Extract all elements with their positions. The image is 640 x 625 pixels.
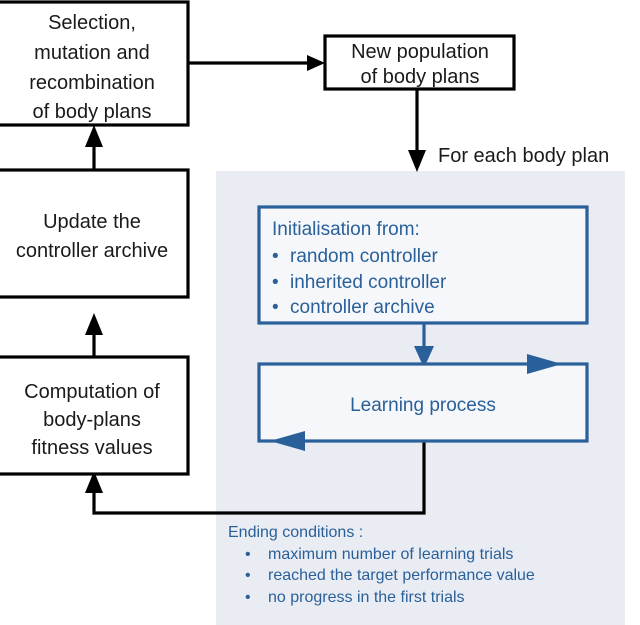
for-each-body-plan-label: For each body plan — [438, 145, 609, 167]
arrow-new-population-to-panel — [408, 89, 426, 172]
computation-line-3: fitness values — [31, 437, 152, 459]
selection-line-4: of body plans — [33, 101, 152, 123]
initialisation-bullet-1: random controller — [290, 246, 439, 267]
initialisation-bullet-3: controller archive — [290, 297, 435, 318]
arrow-learning-to-computation-feedback — [85, 441, 426, 515]
selection-line-2: mutation and — [34, 42, 150, 64]
ending-bullet-dot-3: • — [245, 589, 251, 606]
box-computation-fitness[interactable] — [0, 355, 190, 476]
new-population-line-2: of body plans — [361, 66, 480, 88]
arrow-initialisation-to-learning — [414, 323, 434, 368]
arrow-computation-to-update-archive — [85, 313, 103, 357]
box-selection-text: Selection, mutation and recombination of… — [29, 12, 155, 123]
learning-process-label: Learning process — [350, 395, 496, 416]
box-new-population-text: New population of body plans — [351, 41, 489, 88]
ending-conditions-heading: Ending conditions : — [228, 524, 363, 541]
ending-bullet-dot-1: • — [245, 546, 251, 563]
box-computation-text: Computation of body-plans fitness values — [24, 381, 160, 459]
ending-conditions-block: Ending conditions : • maximum number of … — [228, 524, 535, 606]
initialisation-heading: Initialisation from: — [272, 219, 420, 240]
new-population-line-1: New population — [351, 41, 489, 63]
box-new-population[interactable] — [323, 34, 516, 91]
update-archive-line-1: Update the — [43, 211, 141, 233]
arrow-selection-to-new-population — [188, 55, 325, 71]
box-update-controller-archive[interactable] — [0, 168, 190, 299]
learning-loop-right-arrowhead — [527, 354, 562, 374]
ending-bullet-dot-2: • — [245, 567, 251, 584]
initialisation-bullet-dot-2: • — [272, 272, 279, 293]
initialisation-bullet-2: inherited controller — [290, 272, 447, 293]
initialisation-bullet-dot-1: • — [272, 246, 279, 267]
learning-loop-left-arrowhead — [270, 431, 305, 451]
box-initialisation-text: Initialisation from: • random controller… — [272, 219, 447, 318]
computation-line-1: Computation of — [24, 381, 160, 403]
selection-line-3: recombination — [29, 72, 155, 94]
arrow-update-archive-to-selection — [85, 125, 103, 170]
computation-line-2: body-plans — [43, 409, 141, 431]
ending-bullet-1: maximum number of learning trials — [268, 546, 513, 563]
ending-bullet-2: reached the target performance value — [268, 567, 535, 584]
selection-line-1: Selection, — [48, 12, 136, 34]
box-learning-process[interactable] — [257, 362, 589, 443]
box-update-archive-text: Update the controller archive — [16, 211, 168, 262]
initialisation-bullet-dot-3: • — [272, 297, 279, 318]
update-archive-line-2: controller archive — [16, 240, 168, 262]
box-selection-mutation-recombination[interactable] — [0, 0, 190, 127]
ending-bullet-3: no progress in the first trials — [268, 589, 465, 606]
